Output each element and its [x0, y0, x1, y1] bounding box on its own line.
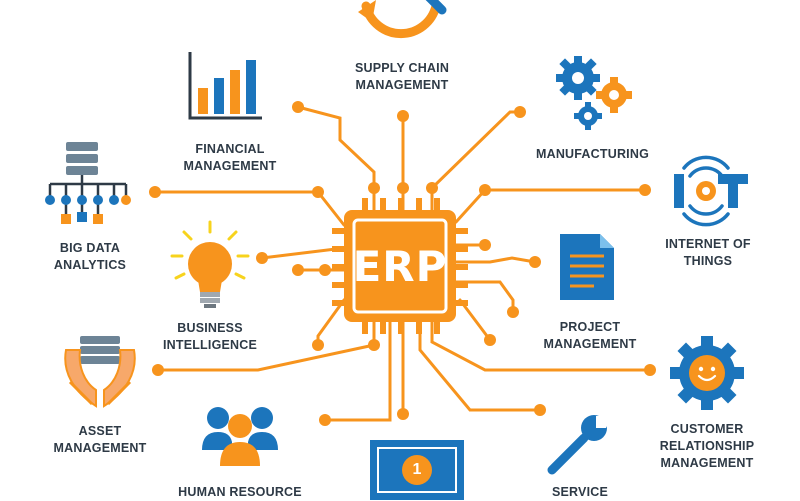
- cycle-arrows-icon: [361, 0, 447, 39]
- wrench-icon: [547, 415, 612, 475]
- label-human-resource: HUMAN RESOURCE: [178, 485, 302, 499]
- hands-database-icon: [64, 336, 136, 408]
- label-business-intelligence: BUSINESS INTELLIGENCE: [162, 321, 258, 352]
- label-big-data-analytics: BIG DATA ANALYTICS: [53, 241, 127, 272]
- bar-chart-icon: [188, 52, 262, 120]
- label-manufacturing: MANUFACTURING: [535, 147, 649, 161]
- gears-icon: [556, 56, 632, 130]
- people-icon: [202, 407, 278, 466]
- label-internet-of-things: INTERNET OF THINGS: [665, 237, 751, 268]
- smiley-gear-icon: [670, 336, 744, 410]
- erp-chip: [332, 198, 468, 334]
- connection-dots: [149, 101, 656, 426]
- label-service: SERVICE: [551, 485, 609, 499]
- database-network-icon: [45, 142, 131, 224]
- label-supply-chain-management: SUPPLY CHAIN MANAGEMENT: [354, 61, 450, 92]
- iot-icon: [674, 155, 748, 227]
- label-project-management: PROJECT MANAGEMENT: [543, 320, 637, 351]
- document-icon: [560, 234, 614, 300]
- label-financial-management: FINANCIAL MANAGEMENT: [183, 142, 277, 173]
- lightbulb-icon: [170, 220, 250, 308]
- erp-center-label: ERP: [352, 241, 448, 291]
- label-asset-management: ASSET MANAGEMENT: [53, 424, 147, 455]
- label-customer-relationship-management: CUSTOMER RELATIONSHIP MANAGEMENT: [659, 422, 755, 470]
- banknote-number: 1: [412, 461, 422, 478]
- banknote-icon: [370, 440, 464, 500]
